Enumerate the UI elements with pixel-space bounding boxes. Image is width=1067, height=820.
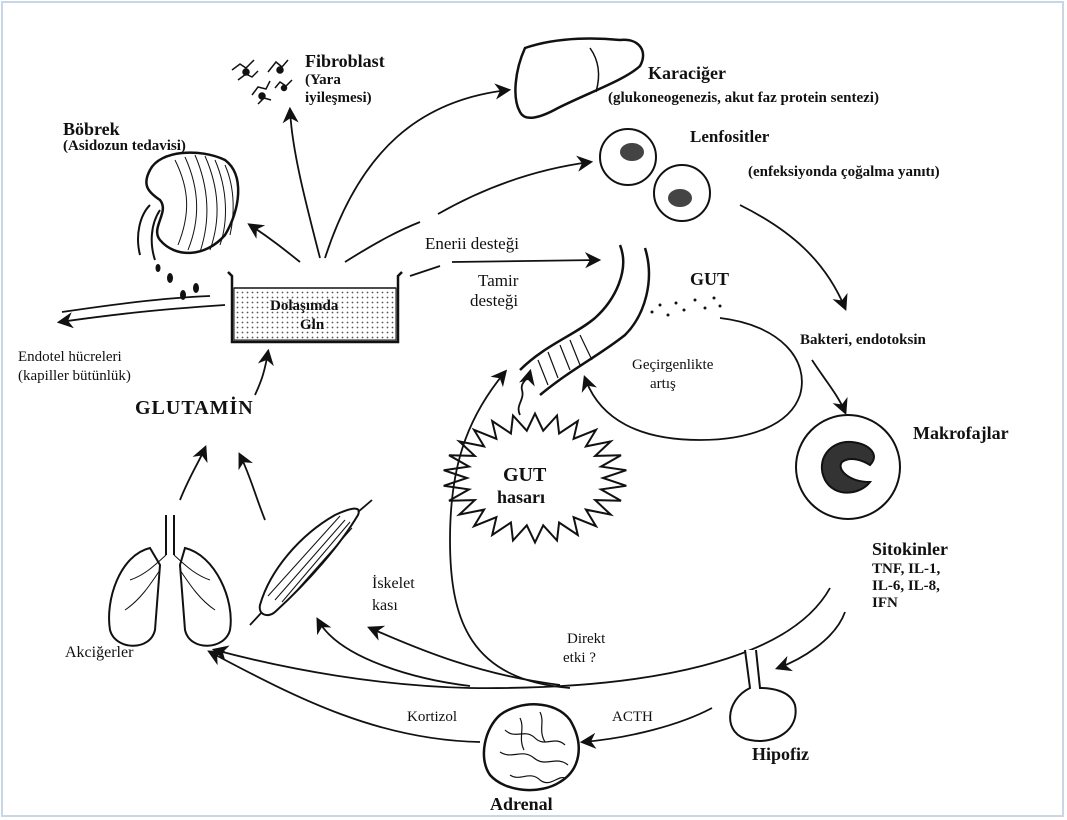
lungs-label: Akciğerler [65, 645, 133, 662]
adrenal-label: Adrenal [490, 795, 553, 814]
fibroblast-sub-2: iyileşmesi) [305, 91, 372, 107]
bacteria-label: Bakteri, endotoksin [800, 333, 926, 349]
repair-label-1: Tamir [478, 272, 518, 290]
direct-effect-label-2: etki ? [563, 651, 596, 667]
gut-damage-label-2: hasarı [497, 488, 545, 507]
kidney-image [138, 153, 238, 300]
permeability-label-1: Geçirgenlikte [632, 358, 713, 374]
macrophage-image [796, 415, 900, 519]
acth-label: ACTH [612, 710, 653, 726]
direct-effect-label-1: Direkt [567, 632, 605, 648]
lungs-image [109, 515, 231, 646]
fibroblast-image [232, 60, 292, 104]
glutamine-label: GLUTAMİN [135, 398, 254, 419]
return-arrows [180, 352, 845, 742]
energy-support-label: Enerii desteği [425, 235, 519, 253]
liver-sub: (glukoneogenezis, akut faz protein sente… [608, 91, 879, 107]
lymphocytes-sub: (enfeksiyonda çoğalma yanıtı) [748, 165, 940, 181]
repair-label-2: desteği [470, 292, 518, 310]
damage-to-gut-arrow [519, 372, 530, 415]
gut-label: GUT [690, 270, 729, 289]
hypophysis-image [730, 650, 796, 741]
muscle-image [250, 500, 372, 625]
lymphocytes-label: Lenfositler [690, 128, 769, 146]
hypophysis-label: Hipofiz [752, 745, 809, 764]
fibroblast-sub-1: (Yara [305, 73, 341, 89]
cytokine-list-1: TNF, IL-1, [872, 562, 940, 578]
kidney-sub: (Asidozun tedavisi) [63, 139, 186, 155]
cytokine-list-2: IL-6, IL-8, [872, 579, 940, 595]
circulating-gln-1: Dolaşımda [270, 299, 338, 315]
fibroblast-label: Fibroblast [305, 52, 385, 71]
cycle-arrows [740, 205, 845, 412]
cytokines-label: Sitokinler [872, 540, 948, 559]
liver-label: Karaciğer [648, 64, 726, 83]
endothelium-label-1: Endotel hücreleri [18, 350, 122, 366]
permeability-loop [585, 318, 802, 440]
gut-damage-label-1: GUT [503, 465, 546, 486]
cytokine-list-3: IFN [872, 596, 898, 612]
macrophages-label: Makrofajlar [913, 424, 1009, 443]
endothelium-label-2: (kapiller bütünlük) [18, 369, 131, 385]
cortisol-label: Kortizol [407, 710, 457, 726]
skeletal-muscle-label-2: kası [372, 598, 398, 615]
kidney-label: Böbrek [63, 120, 120, 139]
skeletal-muscle-label-1: İskelet [372, 576, 415, 593]
adrenal-image [484, 704, 579, 790]
circulating-gln-2: Gln [300, 318, 324, 334]
permeability-label-2: artış [650, 377, 676, 393]
